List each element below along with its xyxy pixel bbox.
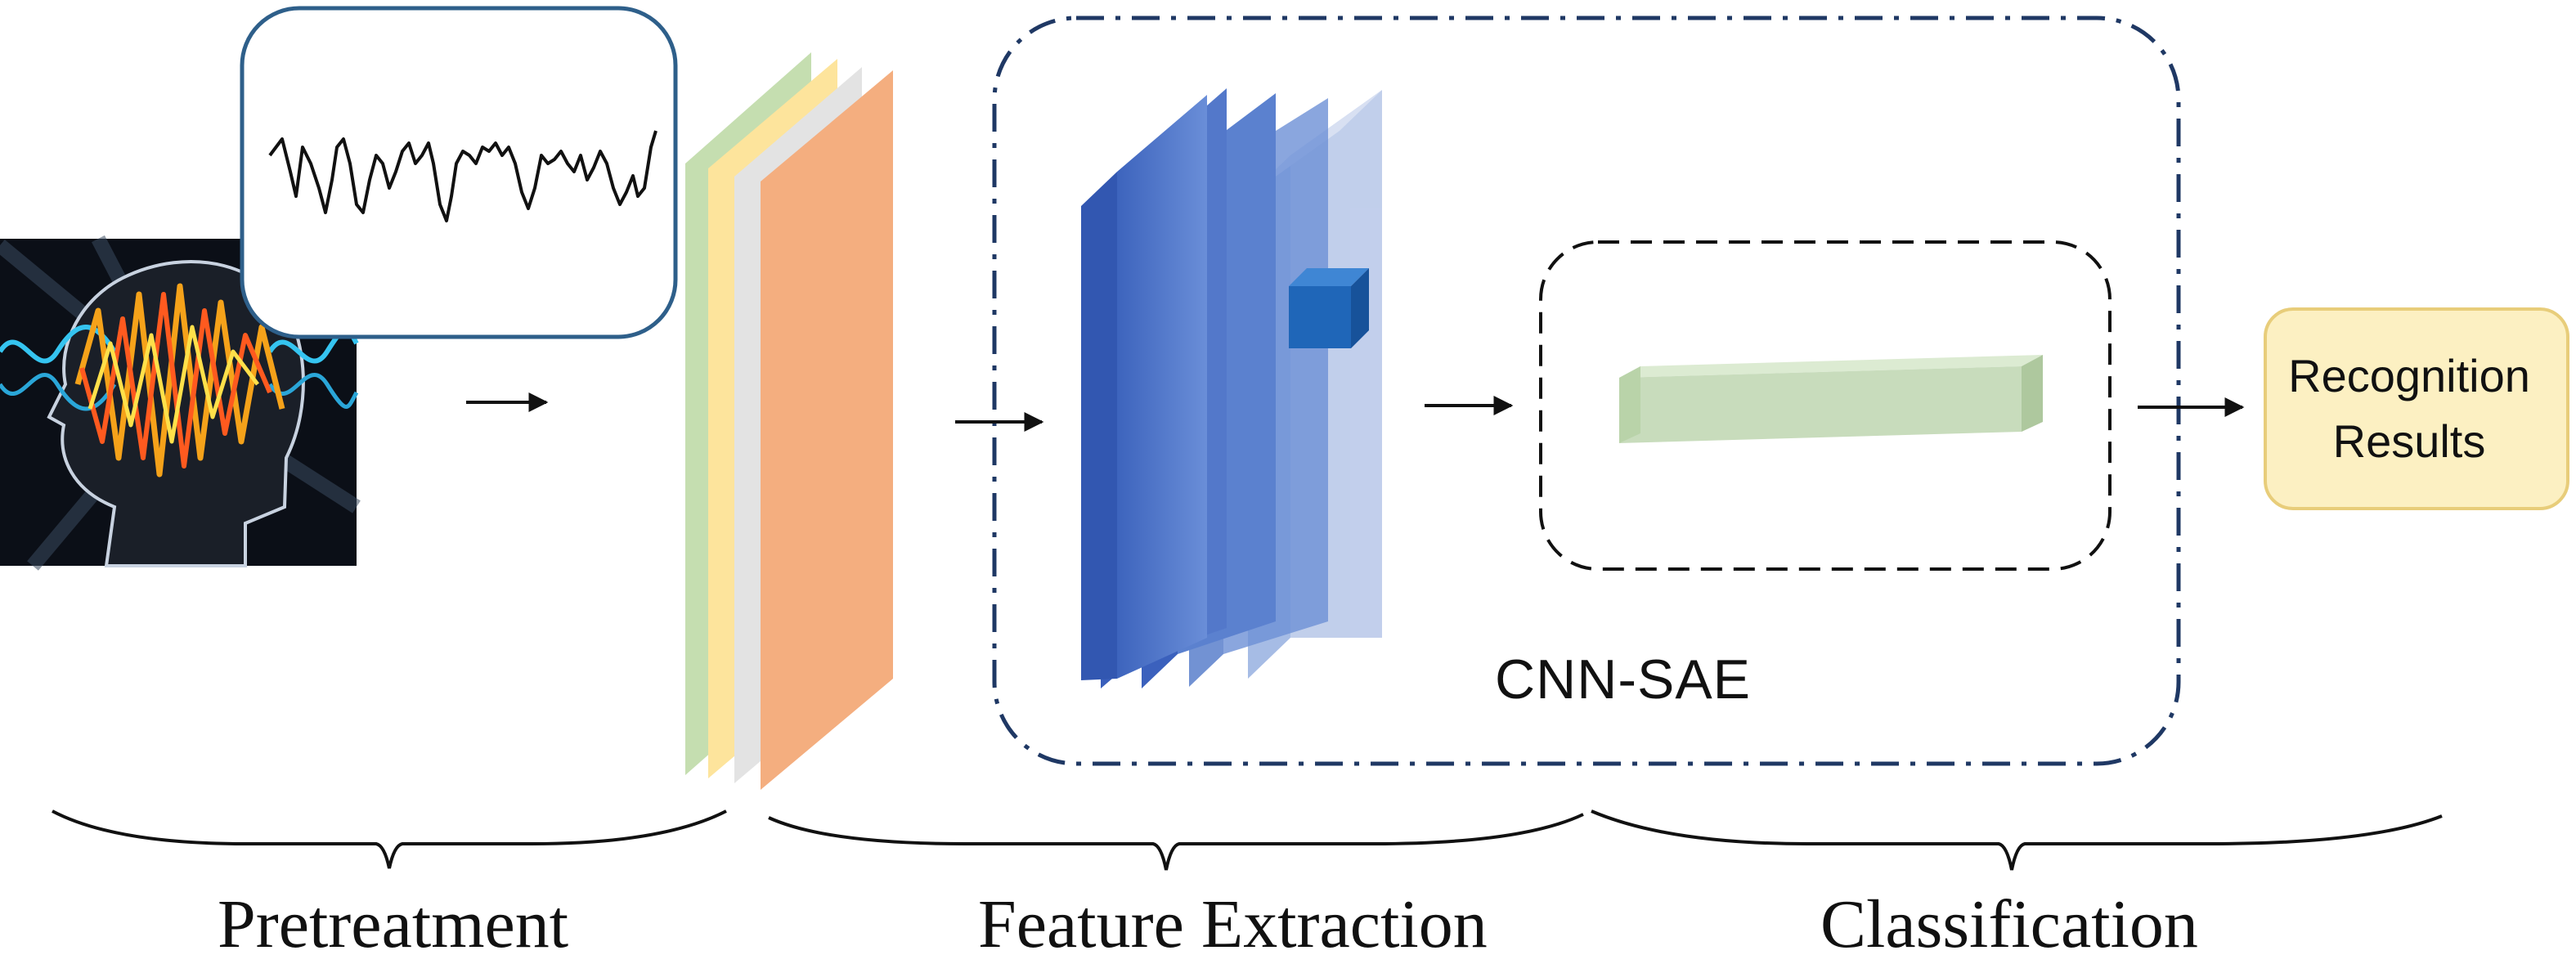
stage-braces [52, 809, 2443, 871]
recognition-results-line2: Results [2332, 415, 2486, 467]
stage-label-classification: Classification [1820, 886, 2198, 962]
conv-layer-1 [1081, 95, 1207, 680]
conv-feature-maps [1081, 88, 1382, 688]
recognition-results-box [2264, 307, 2569, 510]
brace-feature-extraction [768, 813, 1584, 871]
conv-kernel-cube [1289, 268, 1369, 348]
feature-vector-bar [1619, 355, 2043, 443]
recognition-results-line1: Recognition [2288, 350, 2530, 401]
preprocessed-layer-stack [685, 52, 893, 790]
brace-classification [1591, 809, 2443, 871]
layer-orange [761, 70, 893, 790]
recognition-results-label: Recognition Results [2254, 343, 2565, 474]
eeg-signal-box [240, 6, 678, 339]
stage-label-pretreatment: Pretreatment [218, 886, 569, 962]
cnn-sae-label: CNN-SAE [1495, 648, 1752, 711]
cnn-sae-frame [992, 16, 2181, 766]
stage-label-feature-extraction: Feature Extraction [978, 886, 1488, 962]
brace-pretreatment [52, 809, 727, 869]
eeg-waveform [268, 130, 657, 222]
